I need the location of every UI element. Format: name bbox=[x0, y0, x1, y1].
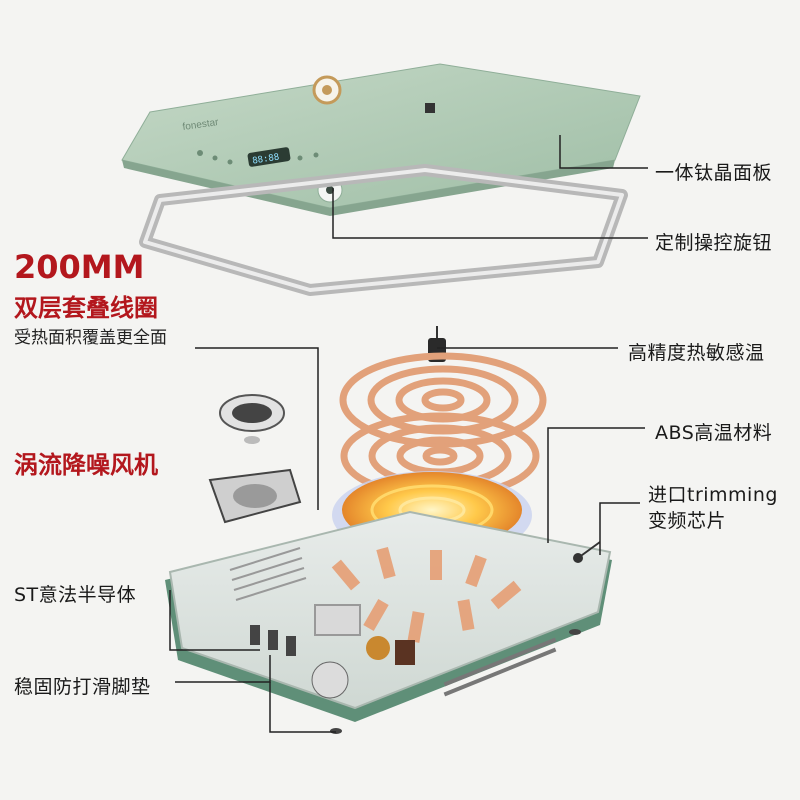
ferrite-bars bbox=[331, 546, 522, 643]
vent-holes bbox=[443, 637, 557, 697]
callout-semiconductor: ST意法半导体 bbox=[14, 584, 137, 606]
display-screen bbox=[247, 147, 291, 167]
touch-keys bbox=[197, 150, 319, 165]
chip-probe bbox=[573, 541, 601, 563]
coil-subtitle: 受热面积覆盖更全面 bbox=[14, 328, 167, 348]
panel-frame bbox=[139, 164, 628, 296]
callout-feet: 稳固防打滑脚垫 bbox=[14, 676, 151, 698]
leader-lines bbox=[169, 135, 648, 733]
circuit-components bbox=[250, 625, 415, 699]
logo-mark bbox=[425, 103, 435, 113]
coil-size-heading: 200MM bbox=[14, 248, 145, 286]
knob-icon bbox=[312, 75, 342, 105]
callout-abs: ABS高温材料 bbox=[655, 422, 773, 444]
callout-sensor: 高精度热敏感温 bbox=[628, 342, 765, 364]
callout-panel: 一体钛晶面板 bbox=[655, 162, 773, 184]
fan-heading: 涡流降噪风机 bbox=[14, 451, 158, 479]
fan-assembly bbox=[208, 394, 302, 524]
callout-knob: 定制操控旋钮 bbox=[655, 232, 773, 254]
heatsink bbox=[229, 547, 361, 636]
coil-description-heading: 双层套叠线圈 bbox=[14, 294, 158, 322]
brand-mark: fonestar bbox=[182, 117, 220, 133]
callout-chip: 进口trimming 变频芯片 bbox=[648, 484, 778, 532]
display-readout: 88:88 bbox=[252, 152, 280, 166]
base-housing bbox=[165, 510, 612, 734]
